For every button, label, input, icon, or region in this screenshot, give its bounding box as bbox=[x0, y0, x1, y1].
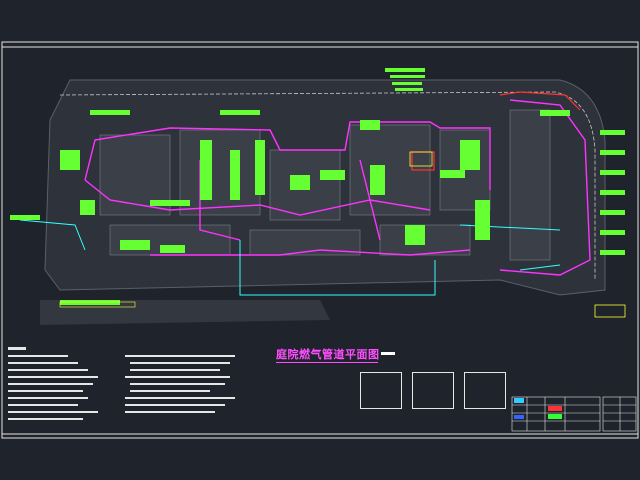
yellow-callouts bbox=[59, 151, 626, 318]
building-blocks bbox=[99, 109, 551, 261]
gas-main-pipe bbox=[84, 99, 591, 276]
pressure-spec-box-1 bbox=[360, 372, 402, 409]
legend-swatches bbox=[514, 398, 562, 419]
drawing-frame bbox=[1, 41, 639, 439]
title-block bbox=[602, 396, 637, 432]
title-underline bbox=[276, 362, 378, 363]
legend-table bbox=[511, 396, 601, 432]
gas-branch-pipe bbox=[19, 219, 561, 296]
design-notes-block bbox=[125, 355, 235, 413]
drawing-title: 庭院燃气管道平面图 bbox=[276, 348, 380, 361]
annotation-labels bbox=[10, 68, 625, 305]
site-boundary bbox=[59, 91, 596, 280]
general-notes-block bbox=[8, 347, 98, 420]
pressure-spec-box-2 bbox=[412, 372, 454, 409]
title-scale-bar bbox=[381, 352, 395, 355]
pressure-spec-box-3 bbox=[464, 372, 506, 409]
